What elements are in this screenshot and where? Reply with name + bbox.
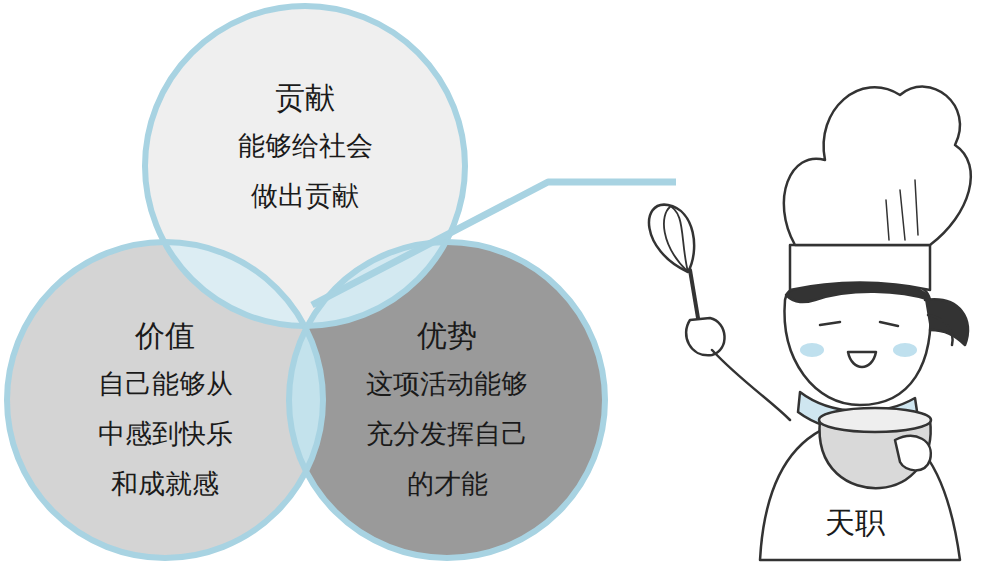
caption-label: 天职 [825,505,885,541]
overlap [7,242,323,558]
circle-heading: 贡献 [275,78,335,117]
circle-body: 自己能够从 中感到快乐 和成就感 [71,359,260,509]
circle-outline [145,6,465,326]
overlap-center [145,6,465,326]
overlap [145,6,465,326]
venn-circle: 贡献能够给社会 做出贡献 [145,6,465,326]
venn-circle: 价值自己能够从 中感到快乐 和成就感 [7,242,323,558]
overlap [145,6,465,326]
circle-outline [7,242,323,558]
leader-line [312,182,676,305]
circle-fill [7,242,323,558]
circle-heading: 价值 [135,316,195,355]
circle-body: 这项活动能够 充分发挥自己 的才能 [353,359,542,509]
circle-heading: 优势 [417,316,477,355]
circle-fill [145,6,465,326]
chef-illustration [649,87,971,560]
venn-circle: 优势这项活动能够 充分发挥自己 的才能 [289,242,605,558]
circle-body: 能够给社会 做出贡献 [211,121,400,221]
